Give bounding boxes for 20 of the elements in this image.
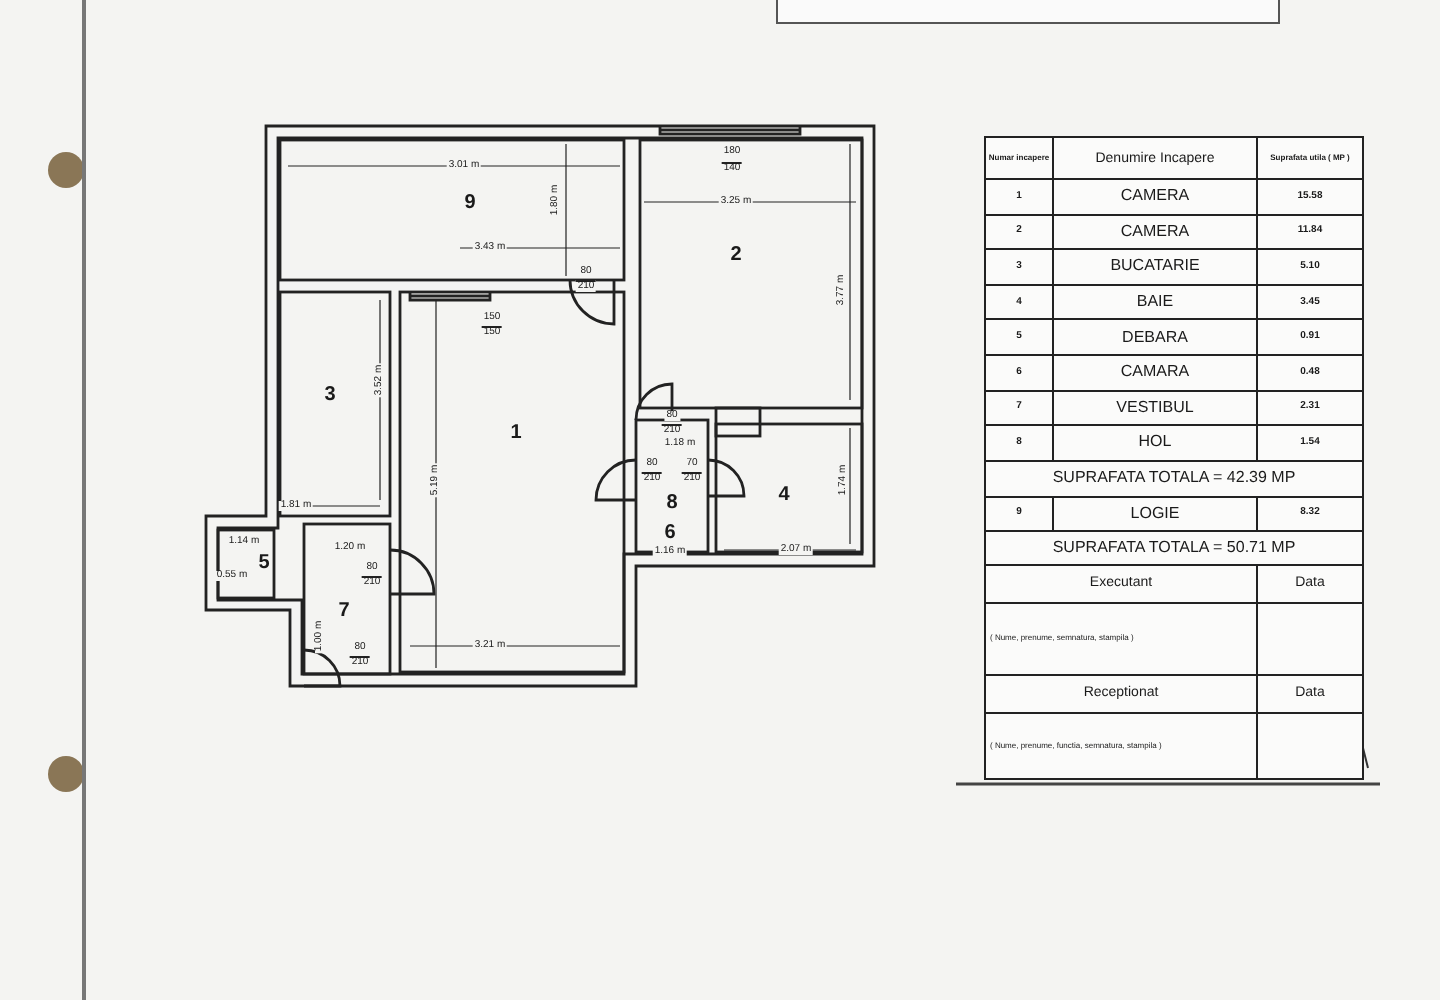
room-number: 1 — [510, 424, 522, 444]
table-cell: BAIE — [1052, 283, 1256, 319]
table-cell: DEBARA — [1052, 318, 1256, 354]
room-number: 3 — [324, 386, 336, 406]
table-cell: SUPRAFATA TOTALA = 42.39 MP — [986, 459, 1362, 496]
table-cell: CAMERA — [1052, 178, 1256, 214]
room-number: 4 — [778, 486, 790, 506]
room-number: 8 — [666, 494, 678, 514]
table-cell: CAMERA — [1052, 213, 1256, 249]
room-number: 7 — [338, 602, 350, 622]
table-cell: HOL — [1052, 424, 1256, 460]
room-number: 9 — [464, 194, 476, 214]
room-number: 2 — [730, 246, 742, 266]
table-cell: LOGIE — [1052, 495, 1256, 530]
table-cell: BUCATARIE — [1052, 248, 1256, 284]
table-cell: SUPRAFATA TOTALA = 50.71 MP — [986, 529, 1362, 564]
table-cell: VESTIBUL — [1052, 389, 1256, 425]
room-number: 6 — [664, 524, 676, 544]
table-cell: CAMARA — [1052, 353, 1256, 390]
room-number: 5 — [258, 554, 270, 574]
